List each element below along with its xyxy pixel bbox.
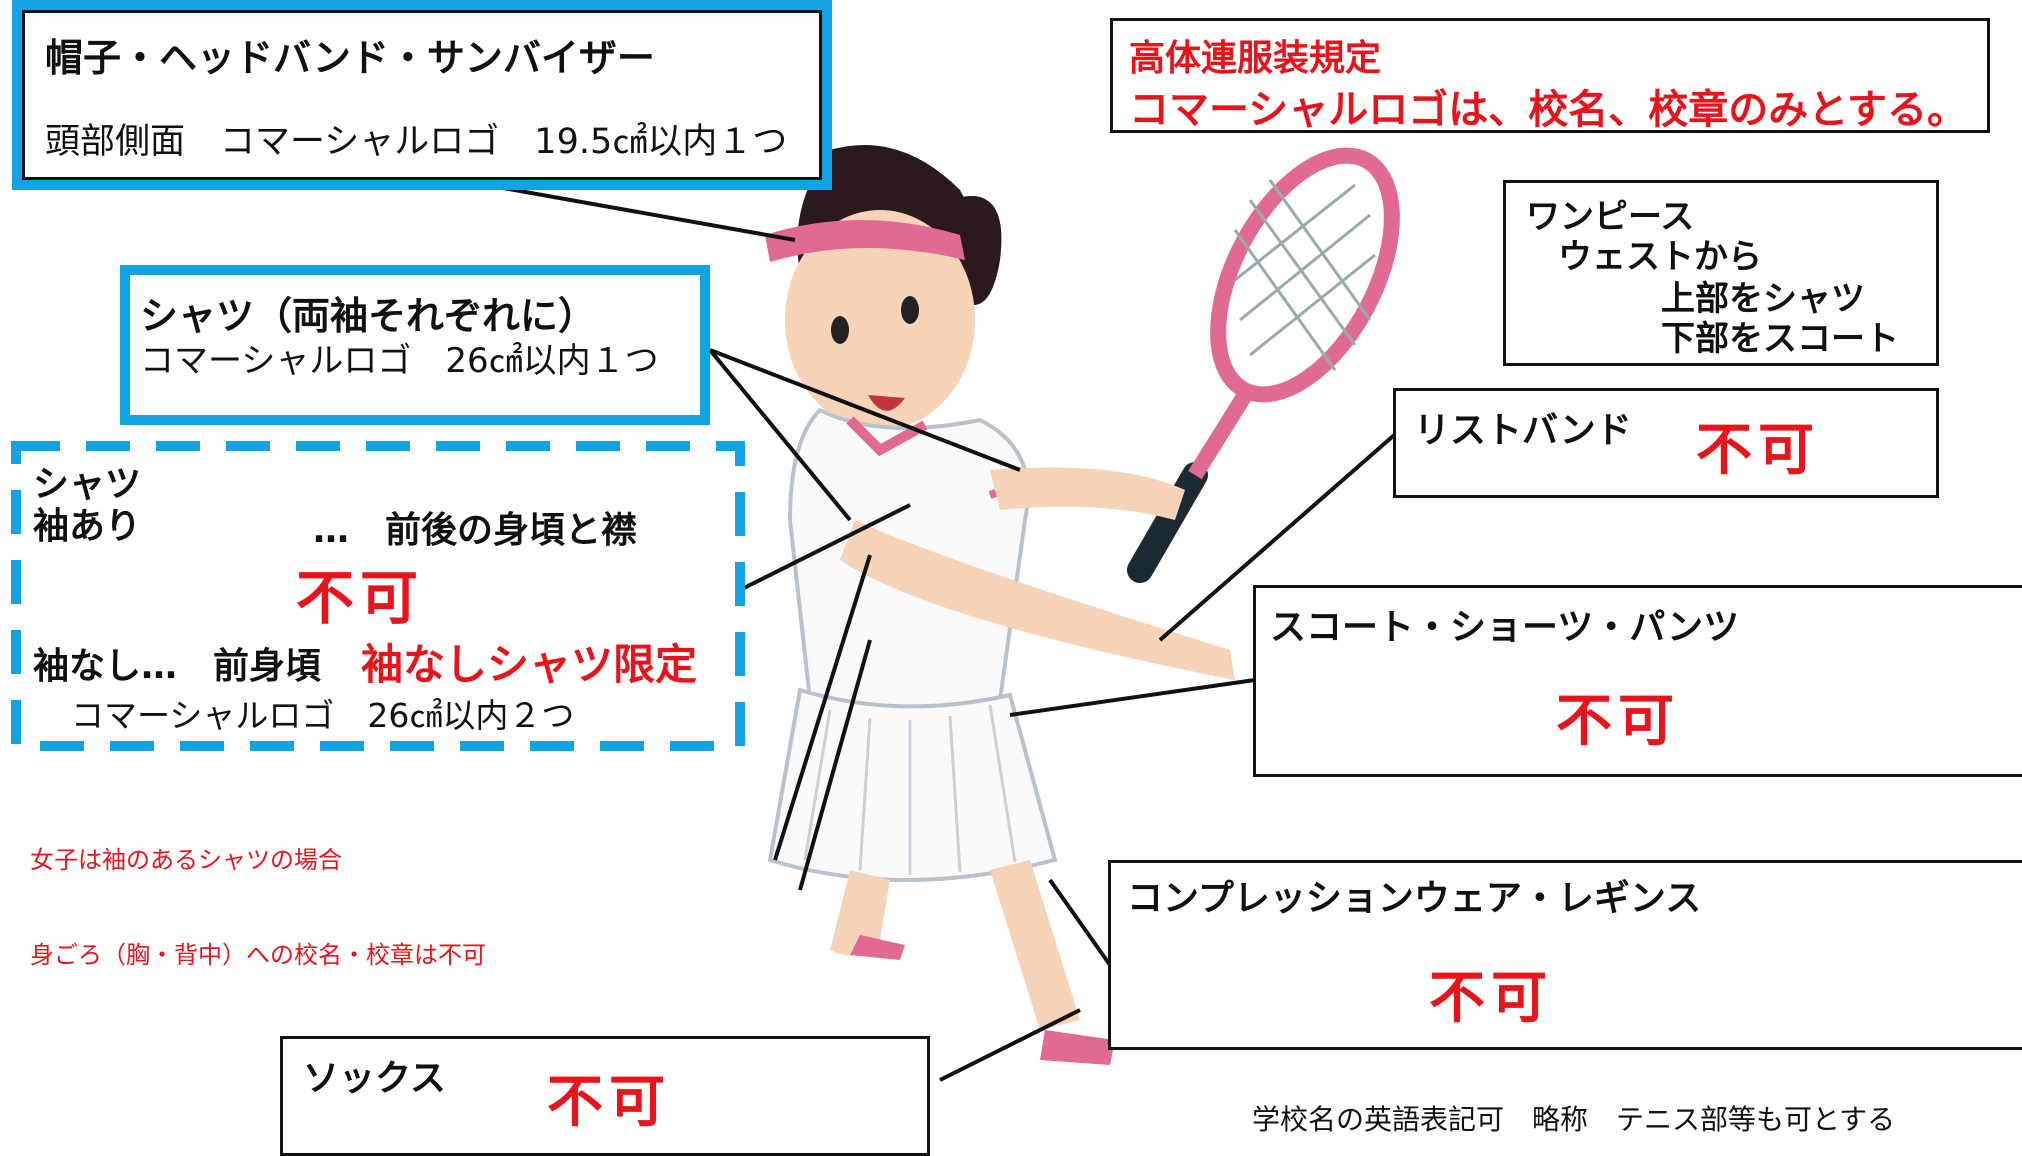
socks-title: ソックス (303, 1058, 446, 1099)
regulation-box: 高体連服装規定 コマーシャルロゴは、校名、校章のみとする。 (1110, 18, 1990, 133)
shirt-sleeved-verdict: 不可 (296, 564, 425, 632)
compression-verdict: 不可 (1429, 966, 1553, 1031)
onepiece-box: ワンピース ウェストから 上部をシャツ 下部をスコート (1503, 180, 1939, 366)
cap-box-title: 帽子・ヘッドバンド・サンバイザー (45, 36, 655, 80)
shirt-box: シャツ 袖あり … 前後の身頃と襟 不可 袖なし… 前身頃 袖なしシャツ限定 コ… (21, 451, 735, 741)
cap-box: 帽子・ヘッドバンド・サンバイザー 頭部側面 コマーシャルロゴ 19.5㎠以内１つ (22, 10, 822, 180)
shirt-box-title: シャツ (33, 464, 142, 505)
note-sleeved-shirt: 女子は袖のあるシャツの場合 (30, 846, 342, 874)
face (785, 210, 975, 430)
cap-box-rule: 頭部側面 コマーシャルロゴ 19.5㎠以内１つ (45, 122, 788, 162)
onepiece-line2: ウェストから (1558, 237, 1762, 277)
note-school-name-prohibited: 身ごろ（胸・背中）への校名・校章は不可 (30, 941, 486, 969)
leader-lines (429, 173, 1402, 1082)
wristband-verdict: 不可 (1696, 418, 1820, 483)
wristband-title: リストバンド (1414, 410, 1632, 451)
compression-title: コンプレッションウェア・レギンス (1127, 878, 1702, 919)
shirt-sleeveless-rule: コマーシャルロゴ 26㎠以内２つ (71, 696, 575, 735)
shirt-sleeved-rule: … 前後の身頃と襟 (313, 510, 638, 551)
shirt-box-dashed-outline (11, 441, 745, 751)
regulation-title: 高体連服装規定 (1129, 38, 1382, 79)
shirt-sleeved-label: 袖あり (33, 506, 142, 547)
shirt-sleeveless-limit: 袖なしシャツ限定 (361, 640, 698, 689)
onepiece-line4: 下部をスコート (1661, 319, 1899, 359)
tennis-racket (1127, 147, 1400, 583)
skort-verdict: 不可 (1556, 689, 1680, 754)
skort-box: スコート・ショーツ・パンツ 不可 (1253, 585, 2022, 777)
socks-box: ソックス 不可 (280, 1036, 930, 1156)
onepiece-line1: ワンピース (1526, 197, 1695, 237)
sleeve-box-rule: コマーシャルロゴ 26㎠以内１つ (140, 341, 659, 381)
compression-box: コンプレッションウェア・レギンス 不可 (1108, 860, 2022, 1050)
regulation-rule: コマーシャルロゴは、校名、校章のみとする。 (1129, 87, 1967, 133)
skort-title: スコート・ショーツ・パンツ (1270, 607, 1740, 648)
shirt-sleeveless-label: 袖なし… 前身頃 (33, 646, 322, 687)
wristband-box: リストバンド 不可 (1393, 388, 1939, 498)
onepiece-line3: 上部をシャツ (1661, 279, 1865, 319)
tennis-shoe (1040, 1030, 1115, 1065)
footer-note: 学校名の英語表記可 略称 テニス部等も可とする (1252, 1103, 1896, 1136)
sleeve-box-title: シャツ（両袖それぞれに） (140, 294, 597, 338)
sun-visor (765, 220, 965, 262)
socks-verdict: 不可 (547, 1070, 671, 1135)
sleeve-box: シャツ（両袖それぞれに） コマーシャルロゴ 26㎠以内１つ (120, 265, 710, 425)
